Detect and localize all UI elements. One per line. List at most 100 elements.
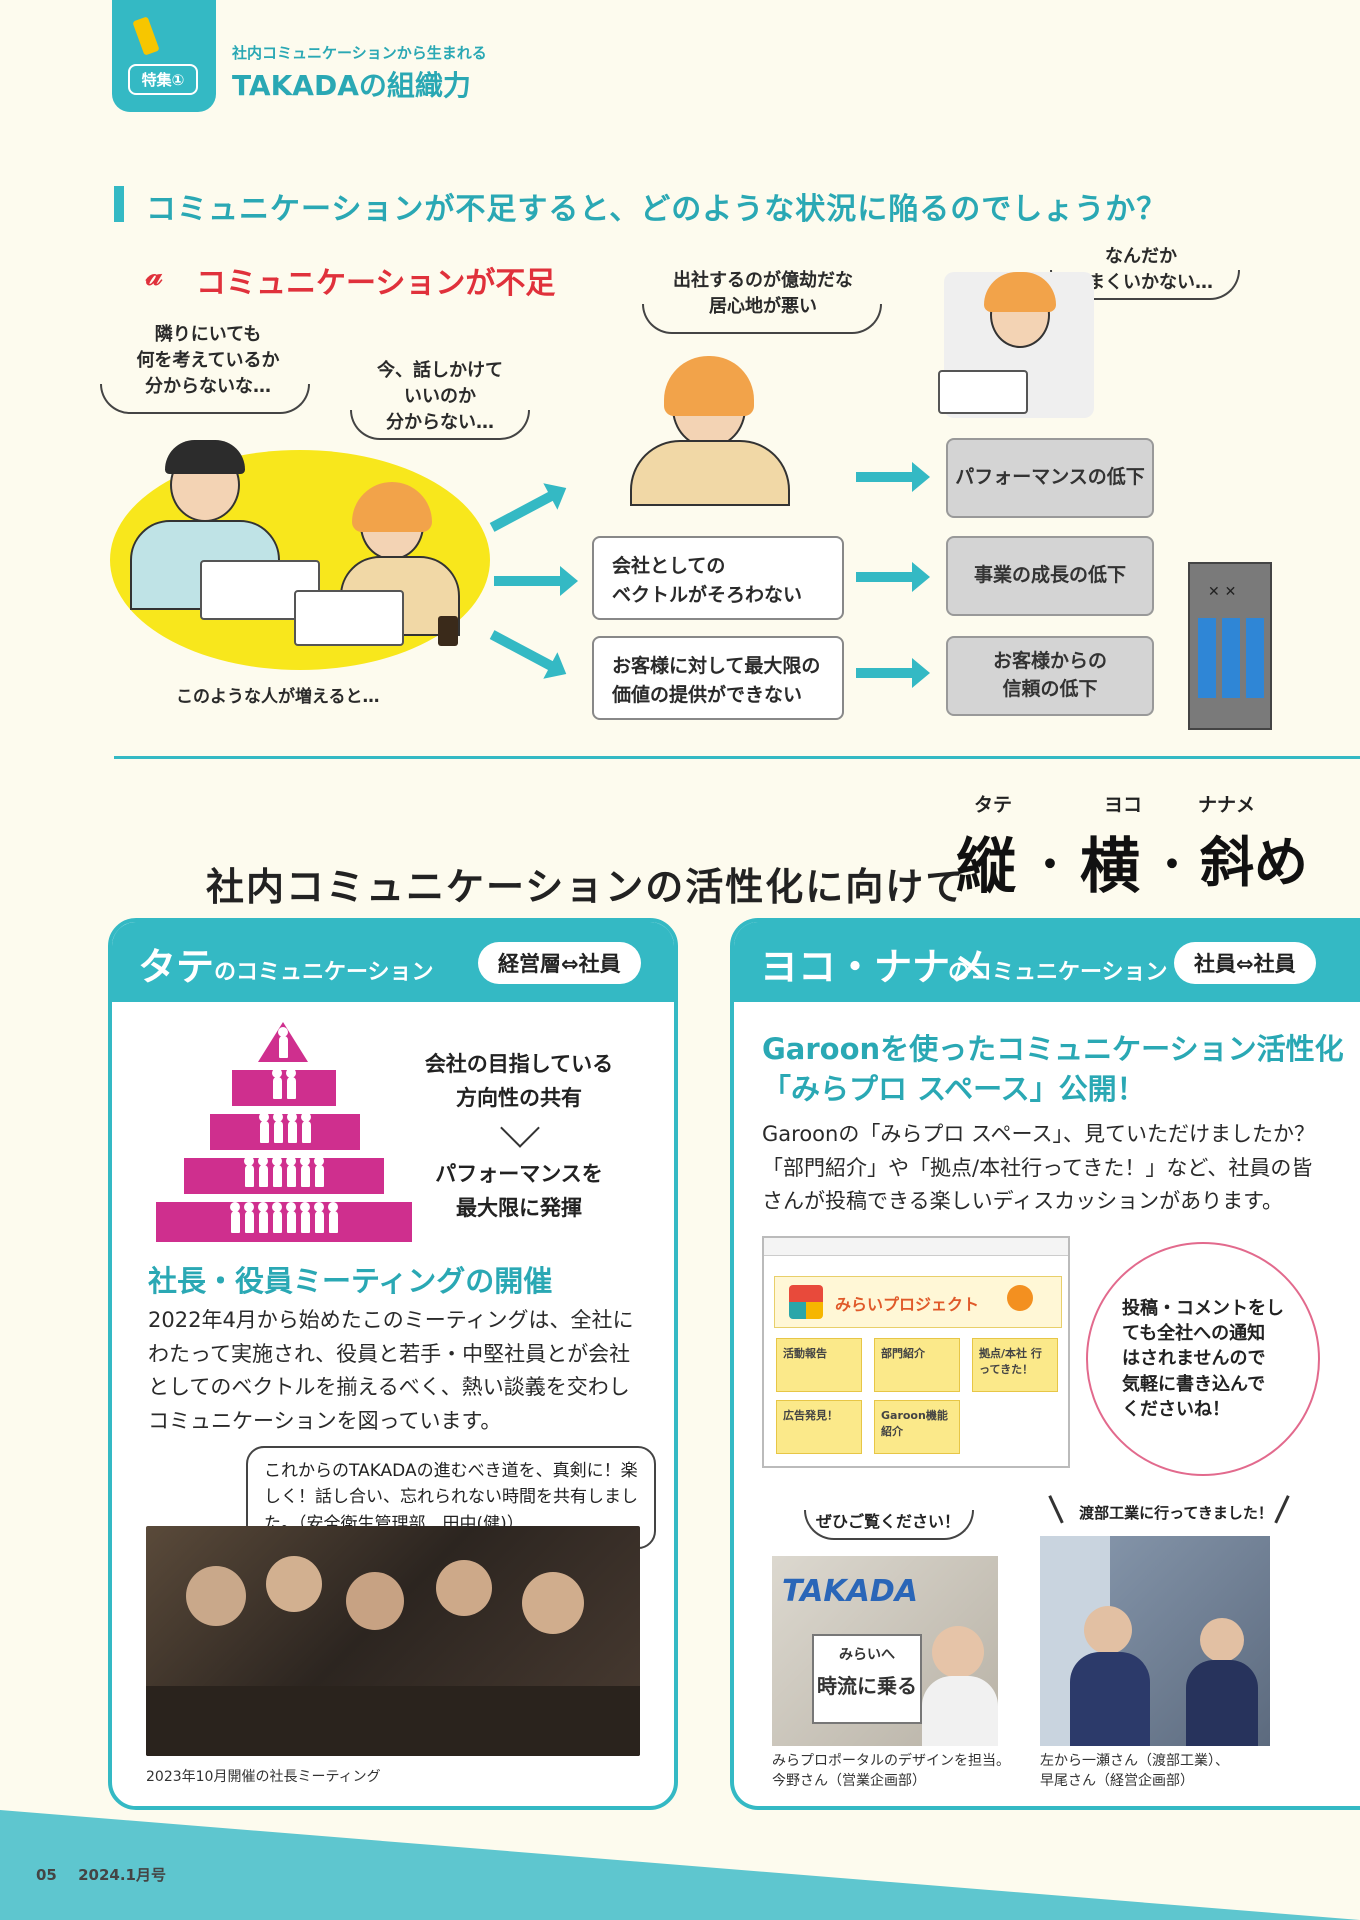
spiral-icon: 𝒶 (146, 258, 163, 293)
person-icon (243, 1156, 254, 1187)
effect-line: 事業の成長の低下 (973, 564, 1126, 587)
photo2-caption-line: 早尾さん（経営企画部） (1040, 1773, 1194, 1789)
footer-accent (0, 1810, 1360, 1920)
photo2-bubble: 渡部工業に行ってきました！ (1079, 1504, 1273, 1522)
photo1-caption: みらプロポータルのデザインを担当。 今野さん（営業企画部） (772, 1750, 1010, 1790)
person-icon (272, 1112, 283, 1143)
portal-menubar (764, 1238, 1068, 1256)
photo-face (436, 1560, 492, 1616)
meeting-photo (146, 1526, 640, 1756)
middle-person-hair-illustration (664, 356, 754, 416)
portal-banner-title: みらいプロジェクト (835, 1295, 980, 1314)
laptop-illustration (938, 370, 1028, 414)
photo1-body (922, 1676, 998, 1746)
photo1-bubble-outline (804, 1510, 974, 1540)
bubble-line: 分からないな… (145, 376, 271, 398)
person-icon (271, 1202, 282, 1233)
bubble-line: いいのか (404, 386, 476, 408)
card-tate-header: タテ のコミュニケーション 経営層⇔社員 (112, 922, 674, 1002)
pyramid-row (255, 1027, 311, 1064)
effect-box: 事業の成長の低下 (946, 536, 1154, 616)
bubble-woman: 今、話しかけて いいのか 分からない… (350, 358, 530, 436)
header-subtitle: 社内コミュニケーションから生まれる (232, 44, 487, 62)
effect-line: お客様からの (992, 650, 1107, 673)
pyramid-text-bottom: パフォーマンスを 最大限に発揮 (404, 1158, 634, 1225)
pyramid-row (232, 1068, 336, 1106)
cause-line: 会社としての (612, 555, 726, 577)
kanji-yoko: 横 (1080, 832, 1140, 902)
card-yoko-naname-header: ヨコ・ナナメ のコミュニケーション 社員⇔社員 (734, 922, 1360, 1002)
portal-tile: Garoon機能紹介 (874, 1400, 960, 1454)
middle-person-body-illustration (630, 440, 790, 506)
meeting-photo-caption: 2023年10月開催の社長ミーティング (146, 1769, 381, 1785)
arrow-icon (856, 462, 930, 492)
bubble-middle-outline (642, 304, 882, 334)
arrow-icon (489, 630, 557, 672)
bubble-woman-outline (350, 410, 530, 440)
notice-line: くださいね！ (1122, 1398, 1230, 1420)
photo-table (146, 1686, 640, 1756)
header-title: TAKADAの組織力 (232, 69, 471, 102)
activation-title: 社内コミュニケーションの活性化に向けて (206, 865, 966, 909)
cause-line: お客様に対して最大限の (612, 655, 821, 677)
bubble-line: 分からない… (386, 412, 494, 434)
portal-tile: 広告発見！ (776, 1400, 862, 1454)
card-yoko-naname-pill: 社員⇔社員 (1174, 942, 1316, 984)
arrow-icon (856, 562, 930, 592)
question-bar (114, 186, 124, 222)
card-yoko-naname-subtitle: のコミュニケーション (948, 960, 1168, 985)
arrow-icon (494, 566, 578, 596)
ruby-naname: ナナメ (1198, 794, 1256, 816)
bubble-man: 隣りにいても 何を考えているか 分からないな… (108, 322, 308, 400)
notice-bubble: 投稿・コメントをし ても全社への通知 はされませんので 気軽に書き込んで くださ… (1086, 1242, 1320, 1476)
photo2-body (1070, 1652, 1150, 1746)
garoon-heading-line1: Garoonを使ったコミュニケーション活性化 (762, 1032, 1344, 1066)
notice-line: 気軽に書き込んで (1122, 1373, 1266, 1395)
kanji-naname: 斜め (1200, 830, 1308, 894)
cause-line: 価値の提供ができない (612, 683, 803, 706)
bubble-line: 何を考えているか (136, 350, 280, 372)
bubble-middle: 出社するのが億劫だな 居心地が悪い (648, 268, 878, 320)
person-icon (257, 1156, 268, 1187)
person-icon (243, 1202, 254, 1233)
laptop-illustration (294, 590, 404, 646)
bubble-line: 隣りにいても (154, 324, 262, 345)
person-icon (258, 1112, 269, 1143)
card-tate-subtitle: のコミュニケーション (214, 960, 434, 985)
pyramid-row (210, 1112, 360, 1150)
person-icon (286, 1112, 297, 1143)
person-icon (271, 1156, 282, 1187)
notice-line: はされませんので (1122, 1348, 1266, 1370)
coffee-cup-illustration (438, 616, 458, 646)
portal-tile: 部門紹介 (874, 1338, 960, 1392)
photo2-caption: 左から一瀬さん（渡部工業）、 早尾さん（経営企画部） (1040, 1750, 1229, 1790)
photo-face (266, 1556, 322, 1612)
cause-box: お客様に対して最大限の 価値の提供ができない (592, 636, 844, 720)
notice-text: 投稿・コメントをし ても全社への通知 はされませんので 気軽に書き込んで くださ… (1122, 1296, 1284, 1422)
person-icon (271, 1068, 282, 1099)
issue-label: 2024.1月号 (78, 1866, 166, 1884)
man-hair-illustration (165, 440, 245, 474)
meeting-body: 2022年4月から始めたこのミーティングは、全社にわたって実施され、役員と若手・… (148, 1308, 634, 1433)
building-face-icon: ✕ ✕ (1208, 584, 1237, 600)
bubble-man-outline (100, 384, 310, 414)
effect-box: お客様からの 信頼の低下 (946, 636, 1154, 716)
page-number: 05 (36, 1866, 57, 1884)
photo1-bubble: ぜひご覧ください！ (815, 1512, 960, 1531)
portal-banner: みらいプロジェクト (774, 1276, 1062, 1328)
person-icon (285, 1068, 296, 1099)
kanji-separator: ・ (1030, 842, 1070, 888)
person-icon (327, 1202, 338, 1233)
garoon-heading-line2: 「みらプロ スペース」公開！ (762, 1072, 1146, 1106)
ruby-yoko: ヨコ (1104, 794, 1143, 816)
portal-screenshot: みらいプロジェクト 活動報告 部門紹介 拠点/本社 行ってきた！ 広告発見！ G… (762, 1236, 1070, 1468)
portal-tile: 活動報告 (776, 1338, 862, 1392)
arrow-icon (489, 490, 557, 532)
building-icon: ✕ ✕ (1188, 562, 1272, 730)
lack-title: コミュニケーションが不足 (196, 266, 556, 301)
pyramid-text-line: 最大限に発揮 (456, 1195, 582, 1220)
right-person-hair-illustration (984, 272, 1056, 312)
effect-line: 信頼の低下 (1002, 678, 1098, 700)
pyramid-text-line: 会社の目指している (424, 1052, 614, 1076)
person-icon (299, 1156, 310, 1187)
